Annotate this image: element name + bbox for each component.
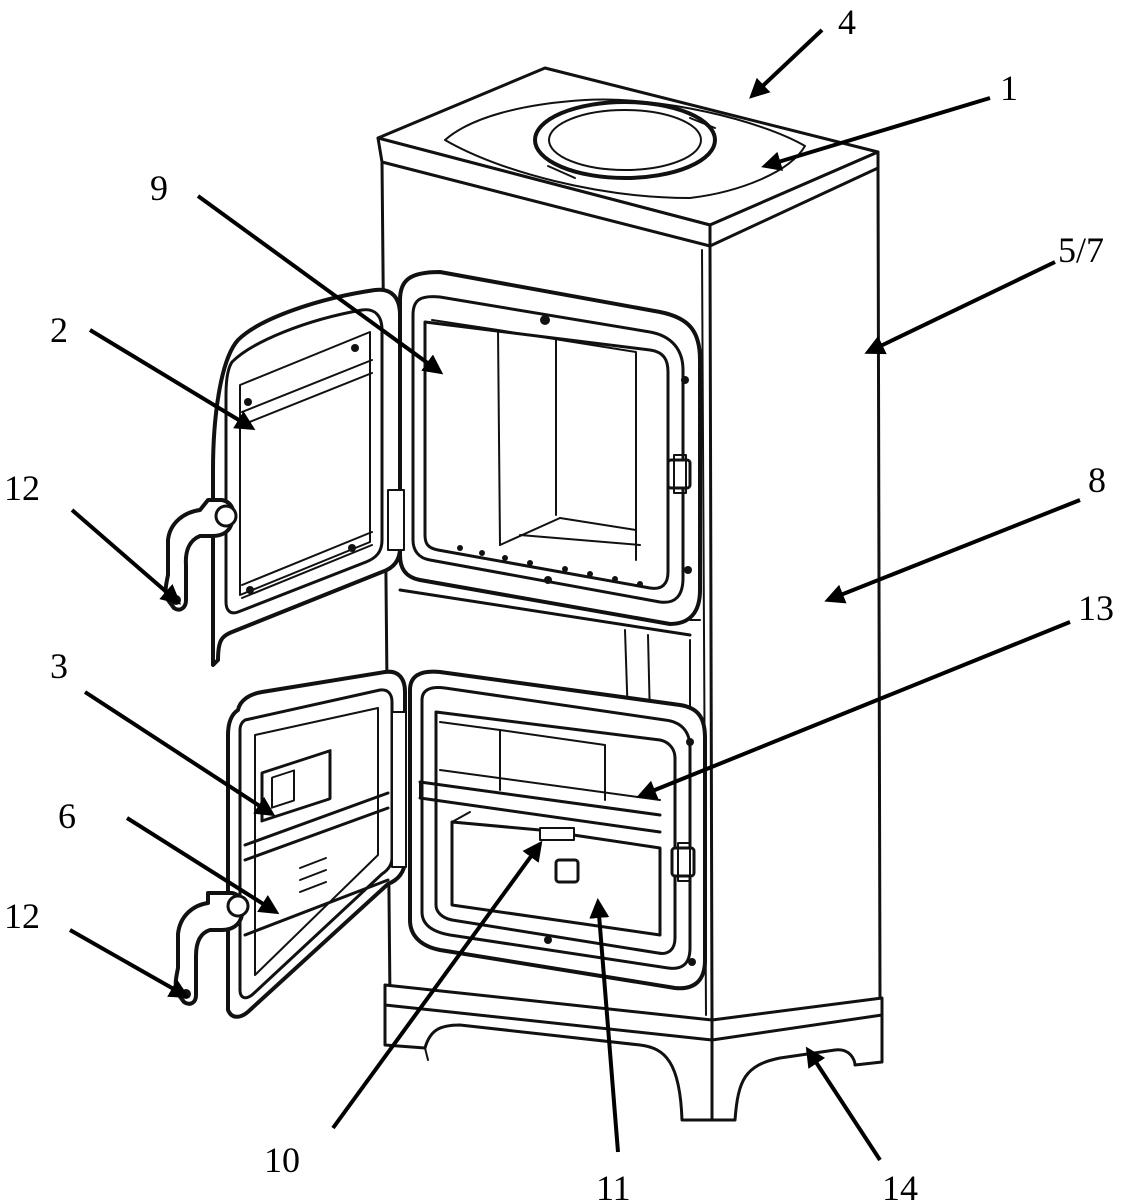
lower-firebox-frame	[408, 669, 707, 991]
arrow-4	[749, 28, 824, 99]
label-6: 6	[58, 796, 76, 836]
arrow-10	[331, 840, 543, 1130]
arrow-13	[636, 620, 1071, 800]
lower-door	[173, 669, 407, 1019]
label-12-lower: 12	[4, 896, 40, 936]
label-11: 11	[596, 1168, 631, 1203]
arrow-14	[805, 1046, 882, 1162]
arrow-3	[83, 690, 276, 817]
label-2: 2	[50, 310, 68, 350]
label-9: 9	[150, 168, 168, 208]
arrow-8	[824, 498, 1081, 604]
label-3: 3	[50, 646, 68, 686]
arrow-1	[761, 96, 991, 171]
arrow-9	[196, 194, 444, 375]
label-10: 10	[264, 1140, 300, 1180]
stove-drawing	[163, 66, 884, 1122]
label-5-7: 5/7	[1058, 230, 1104, 270]
arrow-12-upper	[70, 508, 182, 605]
arrow-6	[125, 816, 280, 915]
stove-base	[383, 983, 884, 1122]
callout-labels: 4 1 9 5/7 2 12 8 13 3 6 12 10 11 14	[4, 2, 1114, 1203]
label-8: 8	[1088, 460, 1106, 500]
arrow-11	[589, 898, 620, 1153]
arrow-12-lower	[69, 928, 190, 998]
label-4: 4	[838, 2, 856, 42]
top-plate	[376, 66, 880, 248]
label-14: 14	[882, 1168, 918, 1203]
arrow-5-7	[864, 260, 1056, 355]
upper-firebox-frame	[398, 270, 702, 626]
label-12-upper: 12	[4, 468, 40, 508]
bolt-row	[457, 545, 643, 587]
arrow-2	[88, 328, 256, 431]
label-1: 1	[1000, 68, 1018, 108]
upper-door	[163, 287, 405, 667]
leader-arrows	[69, 28, 1081, 1162]
label-13: 13	[1078, 588, 1114, 628]
